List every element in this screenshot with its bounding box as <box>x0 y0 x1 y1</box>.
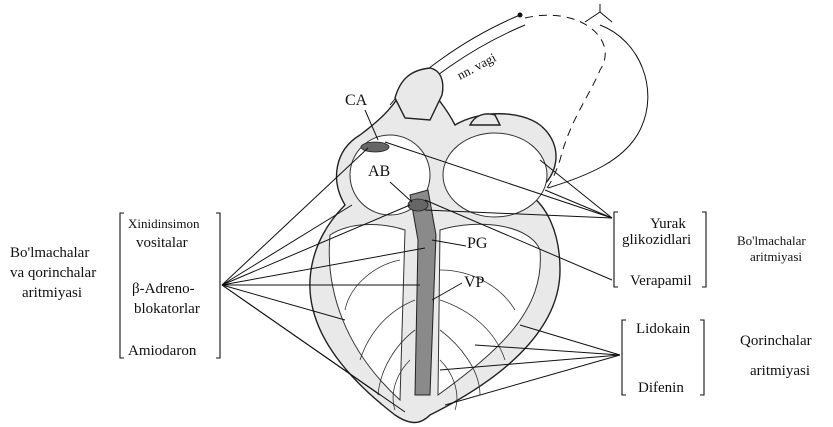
right-lower-bracket-close <box>700 320 704 395</box>
left-bracket-open <box>120 213 124 358</box>
left-drug-2-line-1: β-Adreno- <box>132 281 195 297</box>
left-bracket-close <box>216 213 220 358</box>
pulmonary-vessel <box>470 114 500 125</box>
right-arrow-to-la-top <box>540 160 612 218</box>
ab-label: AB <box>368 163 390 180</box>
left-title-line-2: va qorinchalar <box>10 265 96 281</box>
right-upper-drug-1-line-1: Yurak <box>650 216 686 232</box>
right-upper-bracket-open <box>614 212 618 287</box>
vagus-synapse-mark <box>585 4 612 22</box>
vagus-nerve-outer-loop <box>548 25 648 188</box>
left-drug-1-line-1: Xinidinsimon <box>128 216 200 231</box>
right-upper-drug-1-line-2: glikozidlari <box>622 232 691 248</box>
vagus-nerve-end-dot <box>518 13 523 18</box>
right-upper-drug-2-line-1: Verapamil <box>630 273 692 289</box>
vp-label: VP <box>464 274 485 291</box>
right-lower-title-line-1: Qorinchalar <box>740 333 812 349</box>
right-upper-title-line-2: aritmiyasi <box>750 249 802 264</box>
left-drug-1-line-2: vositalar <box>136 235 188 251</box>
right-lower-title-line-2: aritmiyasi <box>750 363 810 379</box>
right-arrow-to-la <box>545 190 612 218</box>
left-atrium <box>443 133 547 217</box>
pg-label: PG <box>467 235 488 252</box>
right-upper-bracket-close <box>702 212 706 287</box>
left-title-line-1: Bo'lmachalar <box>10 245 89 261</box>
left-drug-2-line-2: blokatorlar <box>134 301 200 317</box>
right-lower-drug-1-line-1: Lidokain <box>636 321 691 337</box>
right-upper-title-line-1: Bo'lmachalar <box>737 233 806 248</box>
left-drug-3-line-1: Amiodaron <box>128 343 197 359</box>
nn-vagi-label: nn. vagi <box>454 50 498 83</box>
heart <box>310 68 560 423</box>
left-title-line-3: aritmiyasi <box>22 285 82 301</box>
ca-label: CA <box>345 92 368 109</box>
right-lower-bracket-open <box>622 320 626 395</box>
right-lower-arrow-to-lv <box>520 325 620 355</box>
right-lower-drug-2-line-1: Difenin <box>638 380 684 396</box>
